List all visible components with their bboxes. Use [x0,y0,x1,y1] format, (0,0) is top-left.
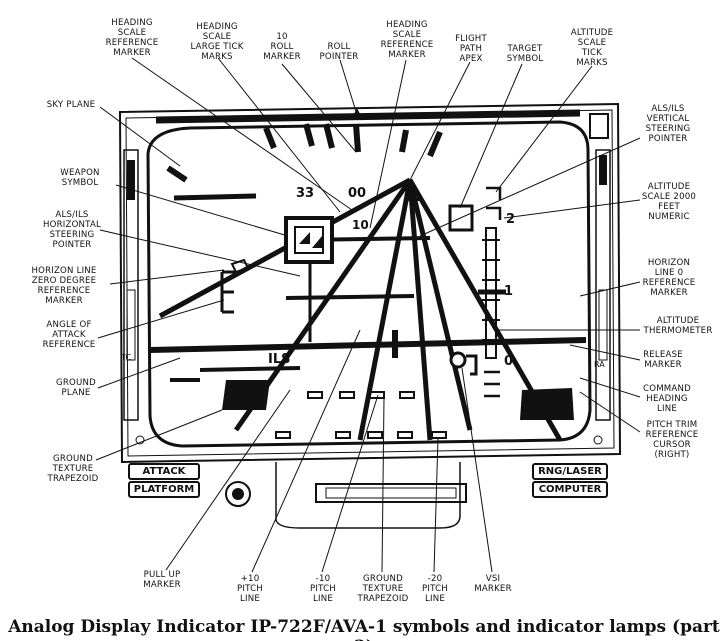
label-minus-20-pitch-line: -20 PITCH LINE [422,574,448,604]
label-altitude-thermometer: ALTITUDE THERMOMETER [643,316,713,336]
label-pitch-trim-reference-cursor-right: PITCH TRIM REFERENCE CURSOR (RIGHT) [645,420,699,460]
label-ground-texture-trapezoid-bottom: GROUND TEXTURE TRAPEZOID [357,574,409,604]
label-heading-scale-reference-marker-right: HEADING SCALE REFERENCE MARKER [380,20,434,60]
label-weapon-symbol: WEAPON SYMBOL [60,168,100,188]
label-release-marker: RELEASE MARKER [643,350,683,370]
label-10-roll-marker: 10 ROLL MARKER [263,32,301,62]
label-roll-pointer: ROLL POINTER [319,42,359,62]
label-altitude-scale-2000-feet-numeric: ALTITUDE SCALE 2000 FEET NUMERIC [641,182,697,222]
label-als-ils-horizontal-steering-pointer: ALS/ILS HORIZONTAL STEERING POINTER [42,210,102,250]
label-altitude-scale-tick-marks: ALTITUDE SCALE TICK MARKS [570,28,614,68]
label-plus-10-pitch-line: +10 PITCH LINE [237,574,263,604]
heading-numeral-33: 33 [296,186,315,201]
label-minus-10-pitch-line: -10 PITCH LINE [310,574,336,604]
platform-lamp: PLATFORM [128,481,200,498]
figure-caption: Analog Display Indicator IP-722F/AVA-1 s… [8,617,720,641]
attack-lamp: ATTACK [128,463,200,480]
label-als-ils-vertical-steering-pointer: ALS/ILS VERTICAL STEERING POINTER [645,104,691,144]
rng-laser-lamp: RNG/LASER [532,463,608,480]
label-ground-plane: GROUND PLANE [56,378,96,398]
label-heading-scale-large-tick-marks: HEADING SCALE LARGE TICK MARKS [190,22,244,62]
label-target-symbol: TARGET SYMBOL [506,44,544,64]
label-sky-plane: SKY PLANE [46,100,96,110]
heading-numeral-01: 01 [404,190,423,205]
label-pull-up-marker: PULL UP MARKER [143,570,181,590]
heading-numeral-00: 00 [348,186,367,201]
heading-numeral-10: 10 [352,218,369,232]
tc-indicator: TC [121,353,132,362]
altitude-numeral-0: 0 [504,354,514,369]
label-flight-path-apex: FLIGHT PATH APEX [455,34,487,64]
label-vsi-marker: VSI MARKER [474,574,512,594]
label-horizon-line-0-reference-marker: HORIZON LINE 0 REFERENCE MARKER [642,258,696,298]
label-ground-texture-trapezoid-left: GROUND TEXTURE TRAPEZOID [47,454,99,484]
label-horizon-line-zero-degree-reference-marker: HORIZON LINE ZERO DEGREE REFERENCE MARKE… [31,266,97,306]
ra-indicator: RA [594,360,605,369]
ils-indicator: ILS [268,352,291,367]
label-command-heading-line: COMMAND HEADING LINE [643,384,691,414]
altitude-numeral-2: 2 [506,212,516,227]
label-heading-scale-reference-marker-left: HEADING SCALE REFERENCE MARKER [105,18,159,58]
label-angle-of-attack-reference: ANGLE OF ATTACK REFERENCE [42,320,96,350]
altitude-numeral-1: 1 [504,284,514,299]
computer-lamp: COMPUTER [532,481,608,498]
